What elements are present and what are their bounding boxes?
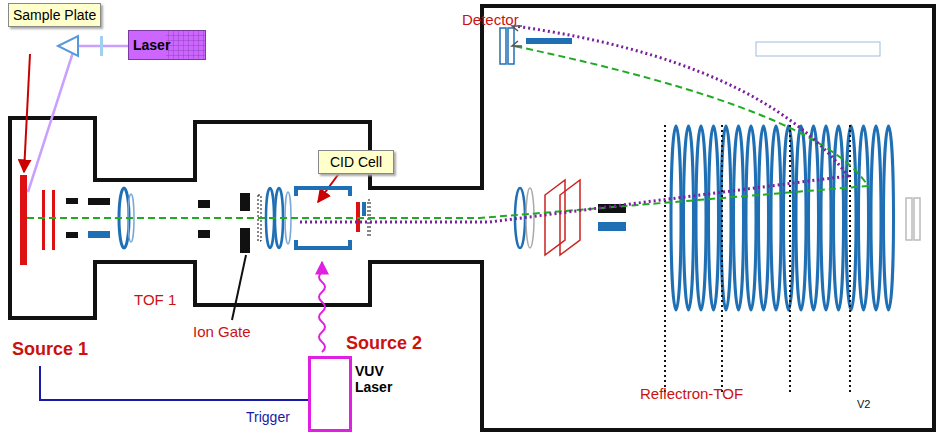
part-label: TOF 1 [134, 291, 176, 308]
vuv-beam [319, 262, 325, 352]
voltage-label: V2 [857, 398, 870, 411]
box-label: Sample Plate [13, 7, 96, 23]
callout-box: Sample Plate [8, 3, 101, 27]
vacuum-housing [10, 6, 934, 430]
part-label: Reflectron-TOF [640, 385, 743, 402]
sample-plate [20, 175, 27, 265]
fragment-path [300, 26, 848, 222]
signal-label: Trigger [246, 409, 290, 425]
laser-beam [28, 46, 128, 192]
ion-gate [240, 193, 250, 211]
part-label: Ion Gate [193, 323, 251, 340]
callout-box: CID Cell [318, 150, 394, 174]
reflectron [665, 42, 894, 395]
box-label: Laser [133, 37, 201, 53]
trigger-line [40, 366, 308, 400]
ion-path [27, 46, 868, 218]
section-label: Source 2 [346, 333, 422, 354]
laser-box: Laser [128, 30, 206, 60]
detector [500, 28, 506, 64]
device-label: VUV Laser [355, 363, 405, 395]
box-label: CID Cell [323, 154, 389, 170]
laser-box: VUV Laser [308, 356, 352, 432]
part-label: Detector [462, 11, 519, 28]
section-label: Source 1 [12, 339, 88, 360]
